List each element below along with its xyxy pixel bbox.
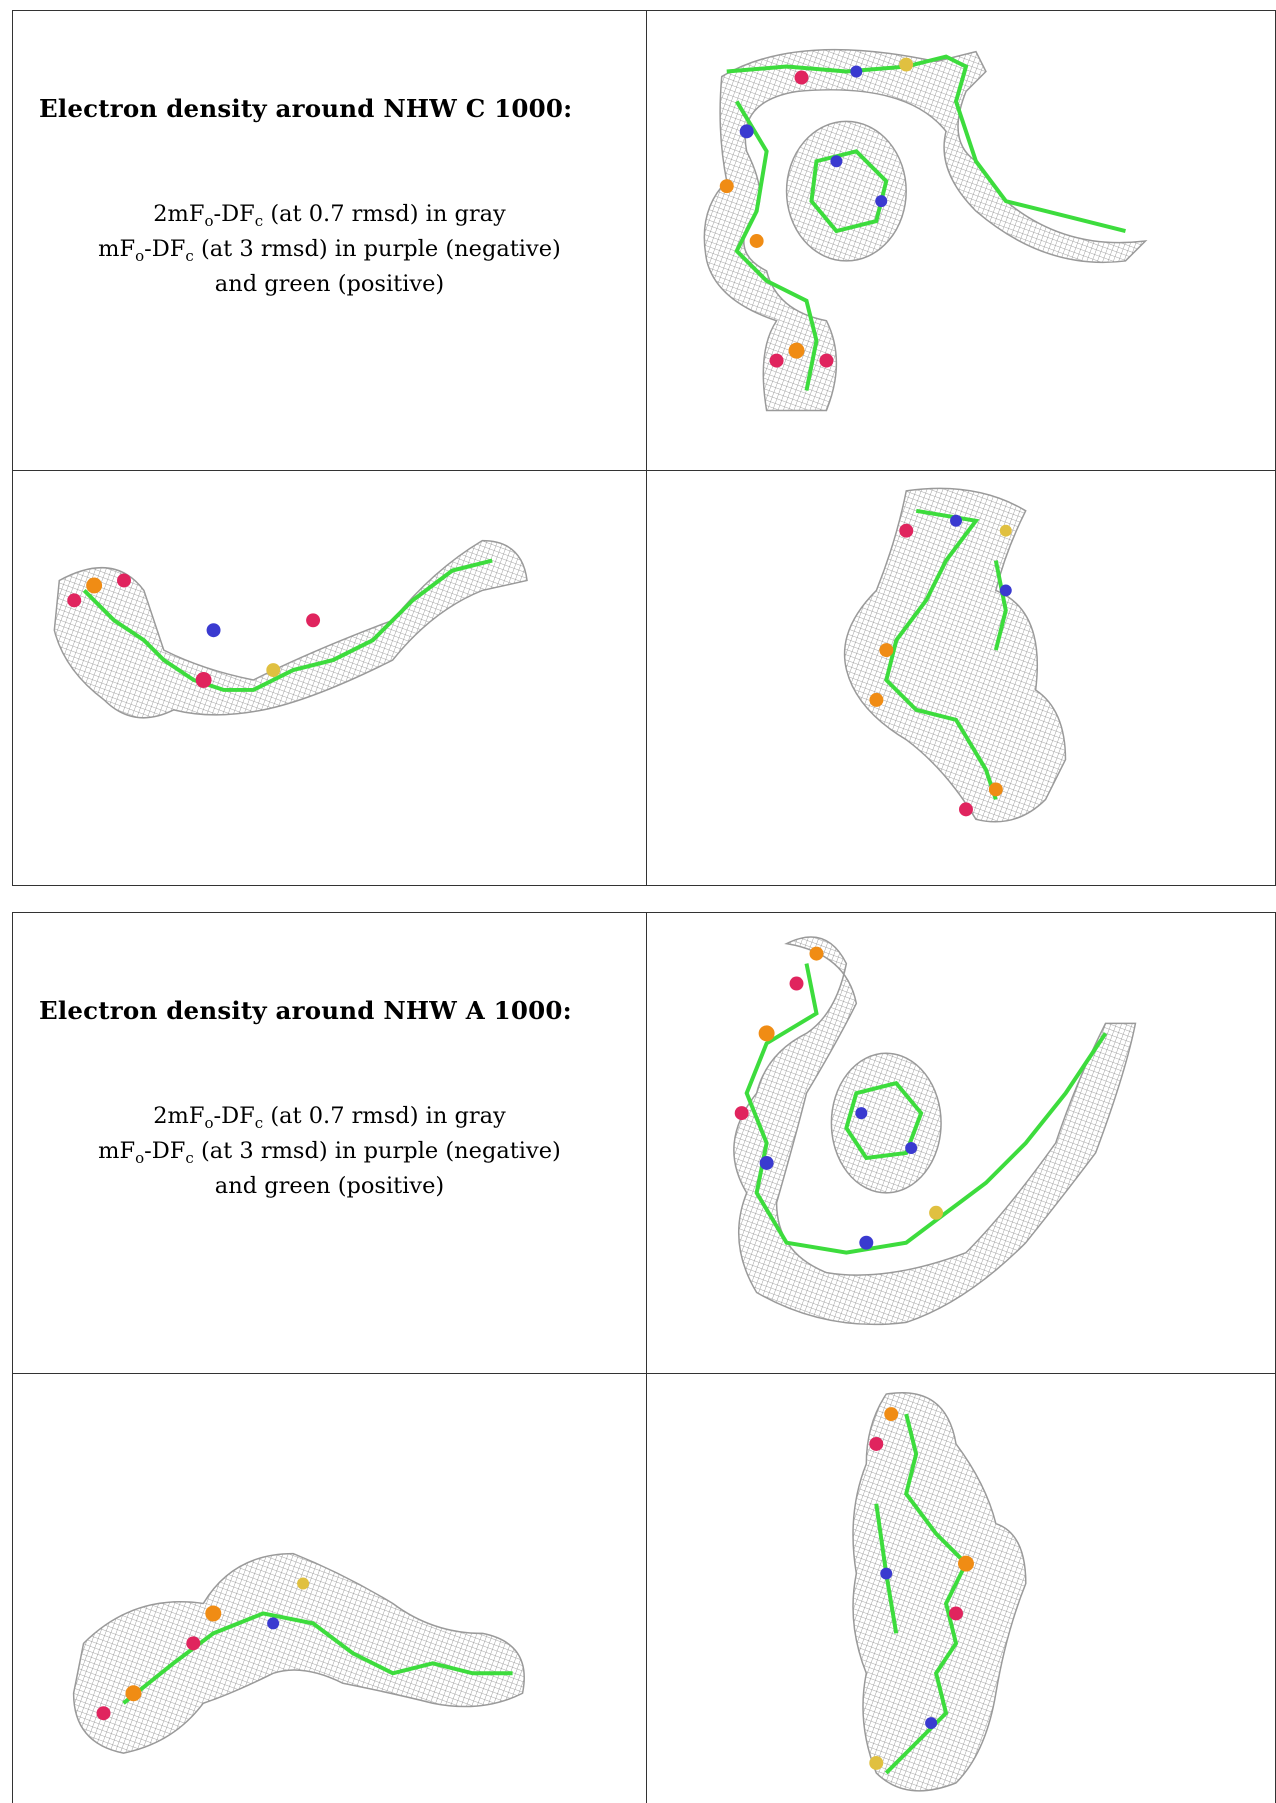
panel-heading: Electron density around NHW C 1000: bbox=[39, 94, 573, 123]
density-image-top-right bbox=[647, 913, 1275, 1373]
caption-line-1: 2mFo-DFc (at 0.7 rmsd) in gray bbox=[153, 1103, 506, 1132]
density-image-bottom-left bbox=[13, 471, 646, 885]
molecule-density-image bbox=[53, 539, 528, 719]
panel-heading: Electron density around NHW A 1000: bbox=[39, 996, 572, 1025]
panel-caption: 2mFo-DFc (at 0.7 rmsd) in gray mFo-DFc (… bbox=[13, 1100, 646, 1203]
caption-line-3: and green (positive) bbox=[214, 1173, 445, 1199]
caption-line-2: mFo-DFc (at 3 rmsd) in purple (negative) bbox=[98, 236, 561, 265]
molecule-density-image bbox=[733, 936, 1137, 1326]
molecule-density-image bbox=[843, 487, 1067, 823]
table-divider-horizontal bbox=[13, 1373, 1275, 1374]
panel-caption: 2mFo-DFc (at 0.7 rmsd) in gray mFo-DFc (… bbox=[13, 198, 646, 301]
density-image-bottom-right bbox=[647, 471, 1275, 885]
table-divider-vertical bbox=[646, 11, 647, 885]
density-image-bottom-left bbox=[13, 1374, 646, 1803]
density-image-bottom-right bbox=[647, 1374, 1275, 1803]
molecule-density-image bbox=[703, 48, 1148, 412]
figure-block-nhw-c: Electron density around NHW C 1000: 2mFo… bbox=[12, 10, 1276, 886]
caption-cell: Electron density around NHW C 1000: 2mFo… bbox=[13, 11, 646, 470]
table-divider-horizontal bbox=[13, 470, 1275, 471]
density-image-top-right bbox=[647, 11, 1275, 470]
table-divider-vertical bbox=[646, 913, 647, 1803]
caption-line-3: and green (positive) bbox=[214, 271, 445, 297]
caption-cell: Electron density around NHW A 1000: 2mFo… bbox=[13, 913, 646, 1373]
molecule-density-image bbox=[72, 1552, 525, 1754]
molecule-density-image bbox=[852, 1392, 1027, 1792]
caption-line-2: mFo-DFc (at 3 rmsd) in purple (negative) bbox=[98, 1138, 561, 1167]
caption-line-1: 2mFo-DFc (at 0.7 rmsd) in gray bbox=[153, 201, 506, 230]
figure-block-nhw-a: Electron density around NHW A 1000: 2mFo… bbox=[12, 912, 1276, 1803]
